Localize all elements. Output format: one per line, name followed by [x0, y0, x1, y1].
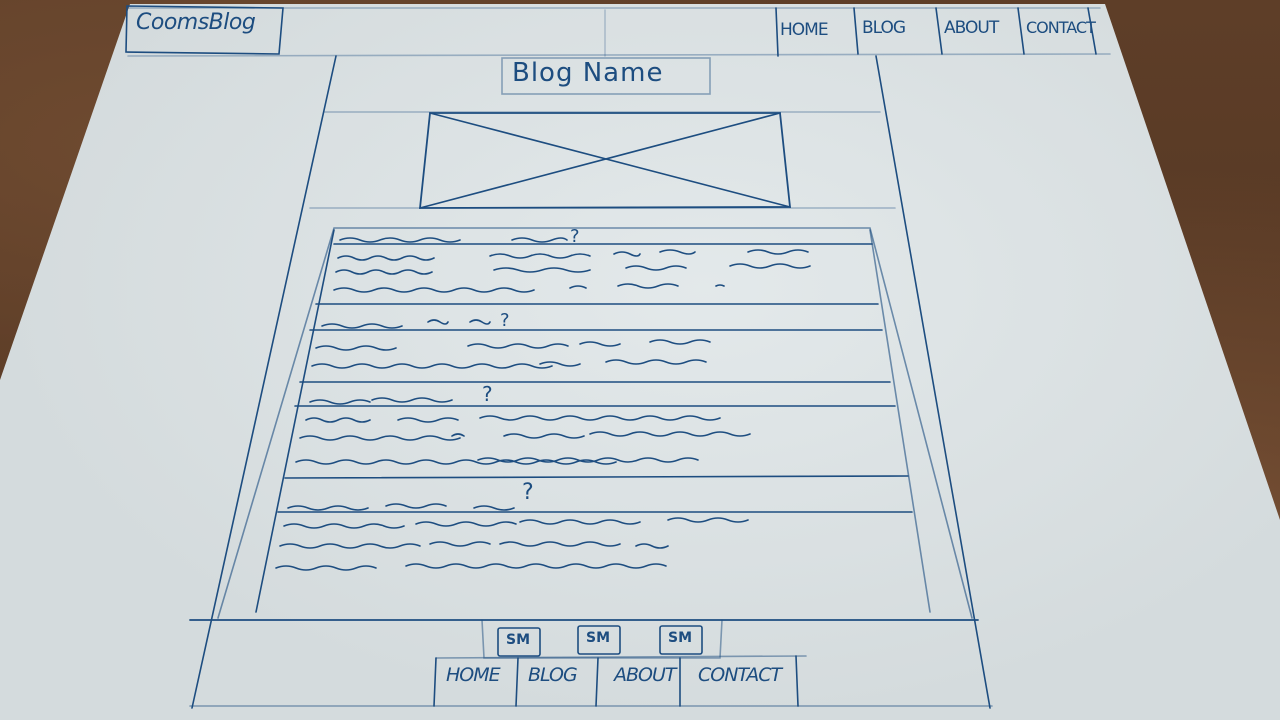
nav-about-link[interactable]: ABOUT [944, 18, 999, 38]
social-media-link-3[interactable]: SM [668, 630, 693, 646]
nav-contact-link[interactable]: CONTACT [1026, 18, 1096, 37]
post-4-excerpt [278, 516, 898, 576]
blog-title: Blog Name [512, 58, 664, 88]
post-1-excerpt [336, 248, 866, 298]
post-1-title[interactable]: ? [570, 226, 580, 247]
footer-nav-blog-link[interactable]: BLOG [528, 664, 578, 686]
post-2-title[interactable]: ? [500, 310, 510, 331]
post-3-title[interactable]: ? [482, 382, 493, 406]
nav-blog-link[interactable]: BLOG [862, 18, 906, 38]
image-placeholder-icon [430, 113, 785, 208]
social-media-link-2[interactable]: SM [586, 630, 611, 646]
social-media-link-1[interactable]: SM [506, 632, 531, 648]
footer-nav-about-link[interactable]: ABOUT [614, 664, 676, 686]
footer-nav-home-link[interactable]: HOME [446, 664, 501, 686]
post-3-excerpt [298, 410, 888, 470]
site-logo[interactable]: CoomsBlog [136, 10, 256, 35]
nav-home-link[interactable]: HOME [780, 20, 829, 40]
footer-nav-contact-link[interactable]: CONTACT [698, 664, 782, 686]
post-2-excerpt [312, 336, 872, 376]
post-4-title[interactable]: ? [522, 480, 534, 505]
